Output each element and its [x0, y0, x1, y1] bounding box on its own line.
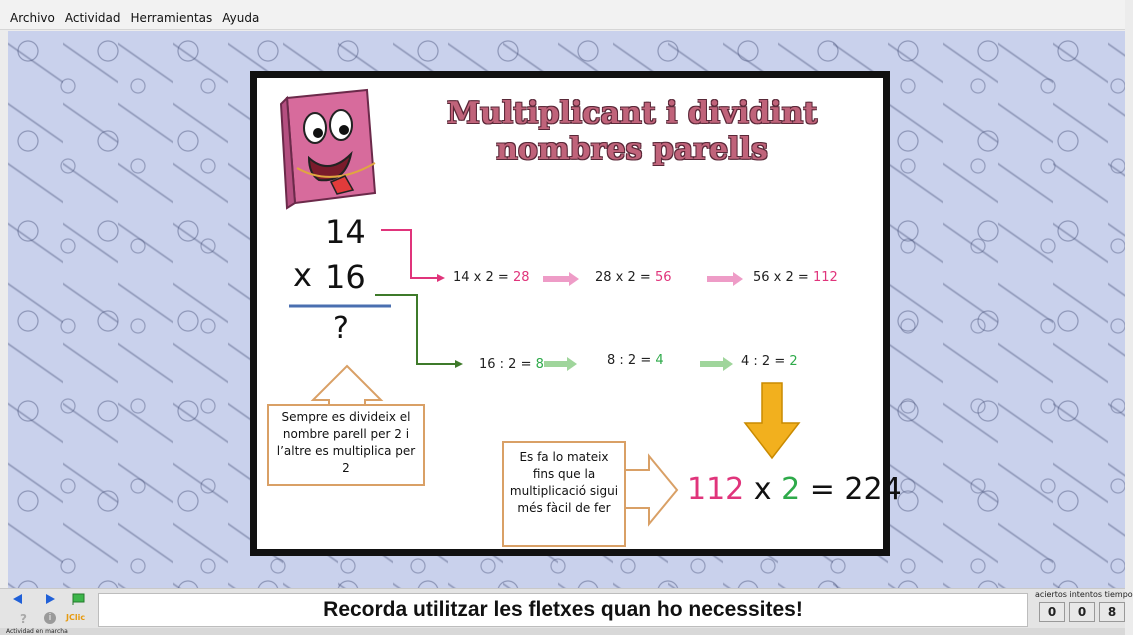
score-counters: aciertos intentos tiempo 0 0 8: [1035, 590, 1133, 628]
activity-stage: Multiplicant i dividint nombres parells …: [8, 31, 1125, 588]
activity-title: Multiplicant i dividint nombres parells: [407, 96, 857, 168]
jclic-logo[interactable]: JClic: [66, 613, 86, 622]
help-icon[interactable]: ?: [20, 612, 27, 626]
menu-actividad[interactable]: Actividad: [64, 11, 121, 25]
message-box: Recorda utilitzar les fletxes quan ho ne…: [98, 593, 1028, 627]
title-line-1: Multiplicant i dividint: [446, 96, 818, 131]
card-graphics: [279, 88, 801, 527]
info-icon[interactable]: i: [44, 612, 56, 624]
row2-step-1: 16 : 2 = 8: [479, 357, 544, 372]
status-bar: Actividad en marcha: [0, 628, 1125, 635]
activity-card: Multiplicant i dividint nombres parells …: [250, 71, 902, 556]
menu-ayuda[interactable]: Ayuda: [222, 11, 260, 25]
menu-bar: Archivo Actividad Herramientas Ayuda: [0, 0, 1125, 30]
counter-tiempo: 8: [1099, 602, 1125, 622]
row2-step-3: 4 : 2 = 2: [741, 354, 798, 369]
times-sign: x: [293, 256, 312, 294]
row1-step-1: 14 x 2 = 28: [453, 270, 530, 285]
menu-archivo[interactable]: Archivo: [10, 11, 55, 25]
row2-step-2: 8 : 2 = 4: [607, 353, 664, 368]
left-explanation-bubble: Sempre es divideix el nombre parell per …: [267, 404, 425, 486]
counter-intentos: 0: [1069, 602, 1095, 622]
bottom-number: 16: [325, 258, 366, 296]
previous-arrow-icon[interactable]: [12, 593, 24, 605]
top-number: 14: [325, 213, 366, 251]
title-line-2: nombres parells: [496, 132, 768, 167]
book-mascot-icon: [279, 88, 377, 210]
row1-step-2: 28 x 2 = 56: [595, 270, 672, 285]
counter-labels: aciertos intentos tiempo: [1035, 590, 1133, 599]
result-placeholder: ?: [333, 311, 349, 346]
next-arrow-icon[interactable]: [44, 593, 56, 605]
final-equation: 112 x 2 = 224: [687, 472, 902, 507]
counter-aciertos: 0: [1039, 602, 1065, 622]
right-explanation-bubble: Es fa lo mateix fins que la multiplicaci…: [502, 441, 626, 547]
row1-step-3: 56 x 2 = 112: [753, 270, 838, 285]
menu-herramientas[interactable]: Herramientas: [130, 11, 213, 25]
restart-flag-icon[interactable]: [72, 593, 86, 605]
